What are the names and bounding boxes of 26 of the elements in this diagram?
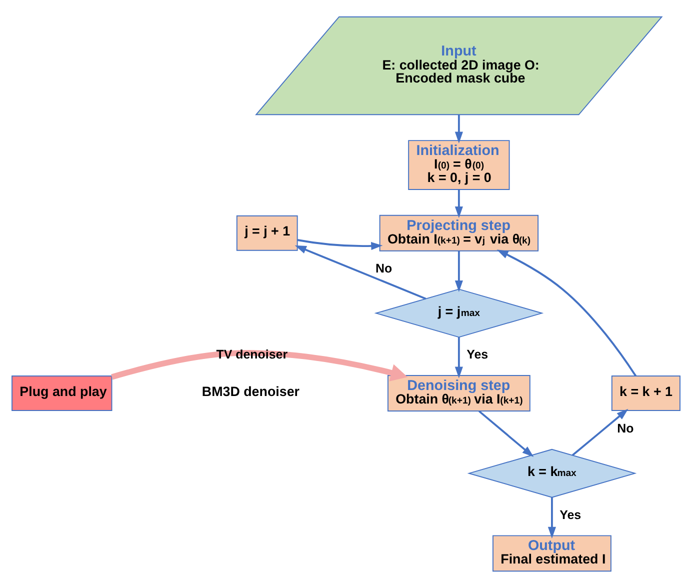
arrow <box>478 410 534 457</box>
edge-label: Yes <box>466 347 488 362</box>
node-box: Output Final estimated I <box>492 534 612 572</box>
node-box: Projecting step Obtain I(k+1) = vj via θ(k) <box>379 214 539 251</box>
edge-label: TV denoiser <box>216 347 288 362</box>
arrow <box>454 188 463 218</box>
edge-label: Yes <box>560 507 582 522</box>
node-box: Denoising step Obtain θ(k+1) via I(k+1) <box>387 374 530 411</box>
arrow <box>294 244 426 300</box>
node-diamond: j = jmax <box>374 288 544 338</box>
label: BM3D denoiser <box>202 383 300 398</box>
arrow <box>496 249 637 376</box>
arrow <box>111 350 408 381</box>
node-box: j = j + 1 <box>236 214 298 250</box>
node-box: Initialization I(0) = θ(0) k = 0, j = 0 <box>408 140 510 190</box>
node-diamond: k = kmax <box>467 448 637 498</box>
edge-label: No <box>617 420 634 435</box>
node-box: Plug and play <box>12 375 112 410</box>
arrow <box>548 496 556 538</box>
edge-label: No <box>375 260 392 275</box>
arrow <box>454 114 463 143</box>
arrow <box>297 238 383 250</box>
node-box: k = k + 1 <box>611 375 680 410</box>
arrow <box>454 336 463 378</box>
arrow <box>454 250 463 292</box>
arrow <box>572 408 628 456</box>
